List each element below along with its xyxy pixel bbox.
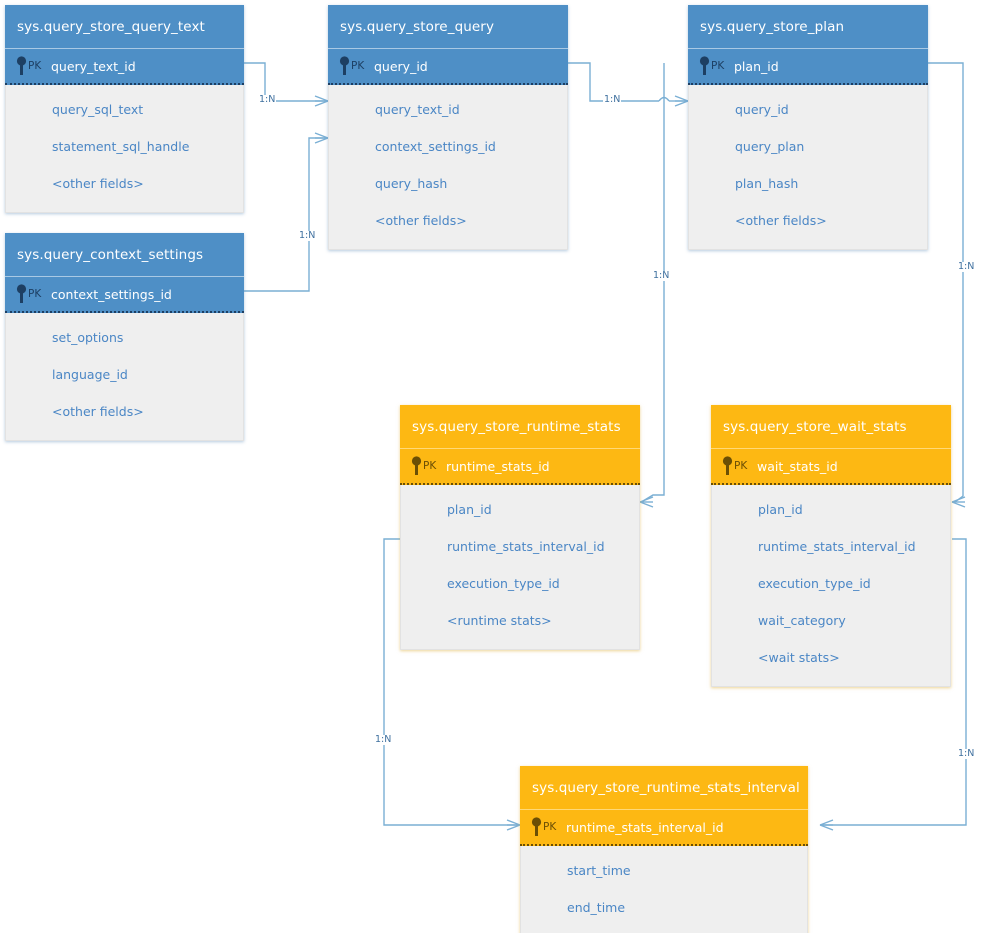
connector-plan-to-wait-stats [928, 62, 964, 503]
pk-field-name: plan_id [734, 59, 779, 74]
key-icon [16, 56, 27, 75]
cardinality-label: 1:N [652, 270, 671, 281]
entity-title: sys.query_store_query [328, 5, 568, 49]
field-row: wait_category [758, 613, 846, 628]
pk-badge: PK [423, 459, 437, 472]
entity-fields: set_options language_id <other fields> [5, 313, 244, 441]
connector-context-settings-to-query [244, 137, 325, 292]
key-icon [411, 456, 422, 475]
field-row: start_time [567, 863, 631, 878]
field-row: plan_hash [735, 176, 799, 191]
entity-title: sys.query_store_query_text [5, 5, 244, 49]
entity-query-store-query[interactable]: sys.query_store_query PK query_id query_… [328, 5, 568, 250]
entity-title: sys.query_store_wait_stats [711, 405, 951, 449]
field-row: query_plan [735, 139, 805, 154]
entity-query-store-plan[interactable]: sys.query_store_plan PK plan_id query_id… [688, 5, 928, 250]
connector-interval-to-wait-stats [823, 538, 967, 826]
pk-badge: PK [28, 59, 42, 72]
pk-field-name: query_text_id [51, 59, 136, 74]
connector-query-text-to-query [244, 62, 325, 102]
key-icon [722, 456, 733, 475]
entity-fields: query_id query_plan plan_hash <other fie… [688, 85, 928, 250]
field-row: query_id [735, 102, 789, 117]
field-row: plan_id [447, 502, 492, 517]
entity-title: sys.query_store_runtime_stats_interval [520, 766, 808, 810]
cardinality-label: 1:N [298, 230, 317, 241]
field-row: plan_id [758, 502, 803, 517]
field-row: runtime_stats_interval_id [758, 539, 916, 554]
primary-key-row[interactable]: PK wait_stats_id [711, 449, 951, 485]
key-icon [339, 56, 350, 75]
entity-fields: plan_id runtime_stats_interval_id execut… [400, 485, 640, 650]
primary-key-row[interactable]: PK query_text_id [5, 49, 244, 85]
entity-title: sys.query_store_plan [688, 5, 928, 49]
primary-key-row[interactable]: PK runtime_stats_interval_id [520, 810, 808, 846]
field-row: <other fields> [52, 176, 144, 191]
pk-badge: PK [543, 820, 557, 833]
field-row: runtime_stats_interval_id [447, 539, 605, 554]
cardinality-label: 1:N [603, 94, 622, 105]
pk-badge: PK [28, 287, 42, 300]
pk-field-name: runtime_stats_interval_id [566, 820, 724, 835]
field-row: <other fields> [52, 404, 144, 419]
entity-fields: query_sql_text statement_sql_handle <oth… [5, 85, 244, 213]
pk-field-name: wait_stats_id [757, 459, 838, 474]
primary-key-row[interactable]: PK query_id [328, 49, 568, 85]
pk-field-name: context_settings_id [51, 287, 172, 302]
entity-fields: start_time end_time [520, 846, 808, 933]
field-row: context_settings_id [375, 139, 496, 154]
field-row: language_id [52, 367, 128, 382]
cardinality-label: 1:N [258, 94, 277, 105]
cardinality-label: 1:N [957, 748, 976, 759]
entity-query-store-runtime-stats-interval[interactable]: sys.query_store_runtime_stats_interval P… [520, 766, 808, 933]
primary-key-row[interactable]: PK plan_id [688, 49, 928, 85]
connector-query-to-plan [568, 62, 659, 102]
pk-badge: PK [711, 59, 725, 72]
connector-plan-to-runtime-stats [642, 63, 665, 502]
entity-query-context-settings[interactable]: sys.query_context_settings PK context_se… [5, 233, 244, 441]
field-row: statement_sql_handle [52, 139, 190, 154]
field-row: <wait stats> [758, 650, 840, 665]
field-row: set_options [52, 330, 124, 345]
entity-query-store-runtime-stats[interactable]: sys.query_store_runtime_stats PK runtime… [400, 405, 640, 650]
field-row: <runtime stats> [447, 613, 552, 628]
field-row: end_time [567, 900, 626, 915]
cardinality-label: 1:N [374, 734, 393, 745]
field-row: query_text_id [375, 102, 460, 117]
entity-title: sys.query_context_settings [5, 233, 244, 277]
field-row: execution_type_id [758, 576, 871, 591]
key-icon [699, 56, 710, 75]
entity-query-store-wait-stats[interactable]: sys.query_store_wait_stats PK wait_stats… [711, 405, 951, 687]
entity-fields: query_text_id context_settings_id query_… [328, 85, 568, 250]
connector-interval-to-runtime-stats [383, 538, 517, 826]
field-row: <other fields> [735, 213, 827, 228]
pk-field-name: query_id [374, 59, 428, 74]
field-row: execution_type_id [447, 576, 560, 591]
entity-title: sys.query_store_runtime_stats [400, 405, 640, 449]
field-row: <other fields> [375, 213, 467, 228]
field-row: query_hash [375, 176, 448, 191]
primary-key-row[interactable]: PK runtime_stats_id [400, 449, 640, 485]
cardinality-label: 1:N [957, 261, 976, 272]
entity-query-store-query-text[interactable]: sys.query_store_query_text PK query_text… [5, 5, 244, 213]
field-row: query_sql_text [52, 102, 144, 117]
key-icon [16, 284, 27, 303]
entity-fields: plan_id runtime_stats_interval_id execut… [711, 485, 951, 687]
key-icon [531, 817, 542, 836]
pk-badge: PK [734, 459, 748, 472]
pk-field-name: runtime_stats_id [446, 459, 550, 474]
pk-badge: PK [351, 59, 365, 72]
primary-key-row[interactable]: PK context_settings_id [5, 277, 244, 313]
